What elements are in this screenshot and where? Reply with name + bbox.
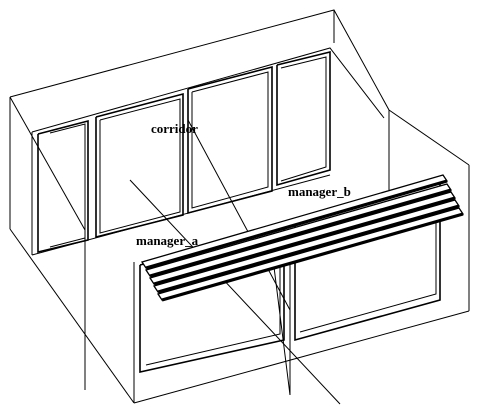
back-wall <box>31 47 385 256</box>
outer-box <box>9 9 470 404</box>
label-manager-b: manager_b <box>288 184 351 199</box>
label-manager-a: manager_a <box>136 233 199 248</box>
label-corridor: corridor <box>151 121 198 136</box>
shelf-stack <box>140 174 465 302</box>
